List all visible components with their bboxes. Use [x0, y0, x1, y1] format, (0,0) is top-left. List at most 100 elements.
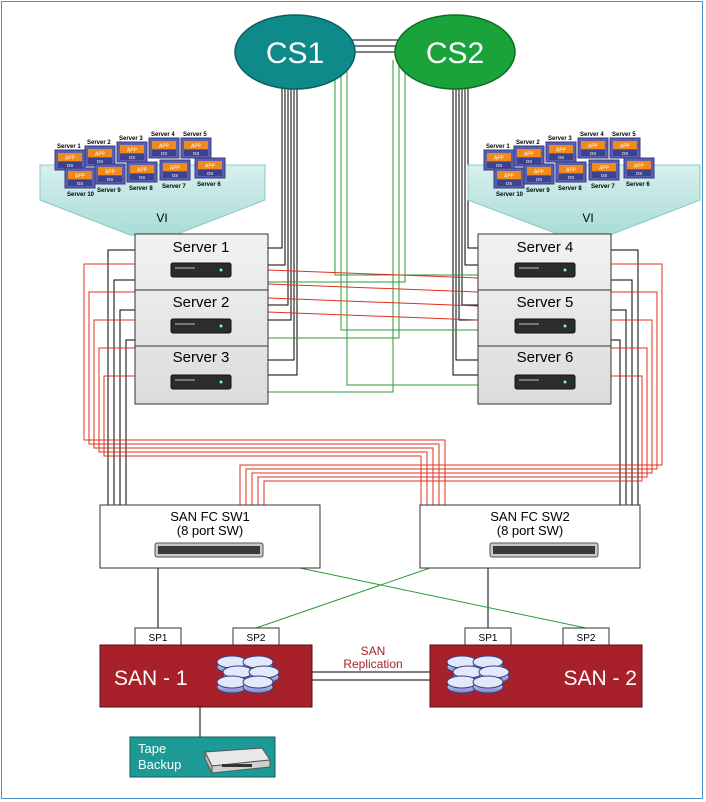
server-device-icon [170, 374, 232, 390]
vm-os-tag: OS [107, 177, 114, 182]
vm-os-layer [613, 150, 637, 156]
san-fc-switch-1[interactable]: SAN FC SW1 (8 port SW) [99, 504, 321, 569]
vm-app-layer [152, 141, 176, 149]
vm-os-layer [487, 162, 511, 168]
san-fc-switch-2[interactable]: SAN FC SW2 (8 port SW) [419, 504, 641, 569]
vm-os-tag: OS [129, 155, 136, 160]
server-device-vent [519, 323, 539, 325]
vm-app-tag: APP [205, 164, 216, 170]
vm-os-layer [130, 174, 154, 180]
link-sw1-san2-sp2 [299, 567, 587, 629]
vm-os-tag: OS [161, 151, 168, 156]
server-device-led [219, 324, 223, 328]
link-left-server-sw1 [107, 249, 135, 505]
vm-app-layer [627, 161, 651, 169]
server-device-vent [175, 323, 195, 325]
vm-server-label: Server 10 [496, 192, 524, 198]
link-cs2-server [452, 80, 478, 376]
server-device-vent [175, 379, 195, 381]
vm-server-label: Server 9 [526, 188, 550, 194]
link-cs2-cross [268, 60, 400, 339]
link-cs2-server [455, 80, 478, 361]
vm-os-layer [88, 158, 112, 164]
vm-app-tag: APP [137, 168, 148, 174]
server-device-led [219, 380, 223, 384]
vm-os-tag: OS [77, 181, 84, 186]
vm-app-tag: APP [534, 170, 545, 176]
vm-app-tag: APP [75, 174, 86, 180]
vm-os-layer [559, 174, 583, 180]
vm-app-tag: APP [170, 166, 181, 172]
vm-server-label: Server 2 [87, 140, 111, 146]
vm-os-tag: OS [496, 163, 503, 168]
tape-backup[interactable]: Tape Backup [129, 736, 276, 778]
server-3-label: Server 3 [173, 349, 230, 366]
link-server-cross [267, 311, 479, 321]
link-left-server-sw2 [88, 291, 440, 505]
san-fc-sw2-subtitle: (8 port SW) [497, 523, 563, 538]
san-array-1[interactable]: SAN - 1 [99, 644, 313, 708]
server-4-label: Server 4 [517, 239, 574, 256]
vm-os-tag: OS [67, 163, 74, 168]
vm-app-tag: APP [159, 144, 170, 150]
link-cs1-cross [346, 40, 478, 386]
link-right-server-sw2 [611, 279, 633, 505]
cs1-label: CS1 [266, 37, 324, 70]
vm-app-tag: APP [556, 148, 567, 154]
vm-app-tag: APP [634, 164, 645, 170]
vm-os-tag: OS [536, 177, 543, 182]
vm-os-layer [627, 170, 651, 176]
vm-app-tag: APP [127, 148, 138, 154]
vm-app-tag: APP [65, 156, 76, 162]
server-device-vent [519, 267, 539, 269]
link-cs2-cross [268, 60, 394, 393]
server-device-led [563, 268, 567, 272]
vm-server-label: Server 1 [486, 144, 510, 150]
link-server-cross [267, 297, 479, 307]
link-cs1-cross [334, 40, 478, 276]
vm-app-layer [120, 145, 144, 153]
vm-server-label: Server 9 [97, 188, 121, 194]
server-device-vent [519, 379, 539, 381]
vm-os-layer [152, 150, 176, 156]
link-right-server-sw1 [251, 319, 653, 505]
link-cs1-server [268, 80, 298, 376]
san-array-2[interactable]: SAN - 2 [429, 644, 643, 708]
link-left-server-sw2 [83, 263, 446, 505]
vm-server-label: Server 8 [558, 186, 582, 192]
link-right-server-sw1 [263, 375, 643, 505]
server-device-icon [514, 318, 576, 334]
san-replication-label-2: Replication [343, 657, 402, 671]
vm-app-layer [613, 141, 637, 149]
vm-os-tag: OS [506, 181, 513, 186]
vm-app-tag: APP [191, 144, 202, 150]
server-rack-left: Server 1 Server 2 Server 3 [134, 233, 269, 405]
vm-server-label: Server 8 [129, 186, 153, 192]
link-cs2-cross [268, 60, 406, 283]
san-fc-sw1-title: SAN FC SW1 [170, 509, 249, 524]
link-cs1-server [268, 80, 286, 266]
tape-drive-icon [204, 747, 271, 774]
san-fc-sw2-title: SAN FC SW2 [490, 509, 569, 524]
tape-label-2: Backup [138, 757, 181, 772]
disk-stack-icon [446, 655, 510, 694]
vm-server-label: Server 5 [612, 132, 636, 138]
vm-os-tag: OS [526, 159, 533, 164]
vm-os-layer [581, 150, 605, 156]
vm-app-layer [581, 141, 605, 149]
server-device-icon [170, 262, 232, 278]
vm-server-label: Server 4 [151, 132, 175, 138]
vm-server-label: Server 1 [57, 144, 81, 150]
san2-label: SAN - 2 [563, 667, 637, 690]
san1-label: SAN - 1 [114, 667, 188, 690]
core-switch-cs1[interactable]: CS1 [234, 14, 356, 90]
vm-os-tag: OS [207, 171, 214, 176]
vm-app-tag: APP [494, 156, 505, 162]
disk-stack-icon [216, 655, 280, 694]
core-switch-cs2[interactable]: CS2 [394, 14, 516, 90]
link-cs2-server [467, 80, 478, 249]
